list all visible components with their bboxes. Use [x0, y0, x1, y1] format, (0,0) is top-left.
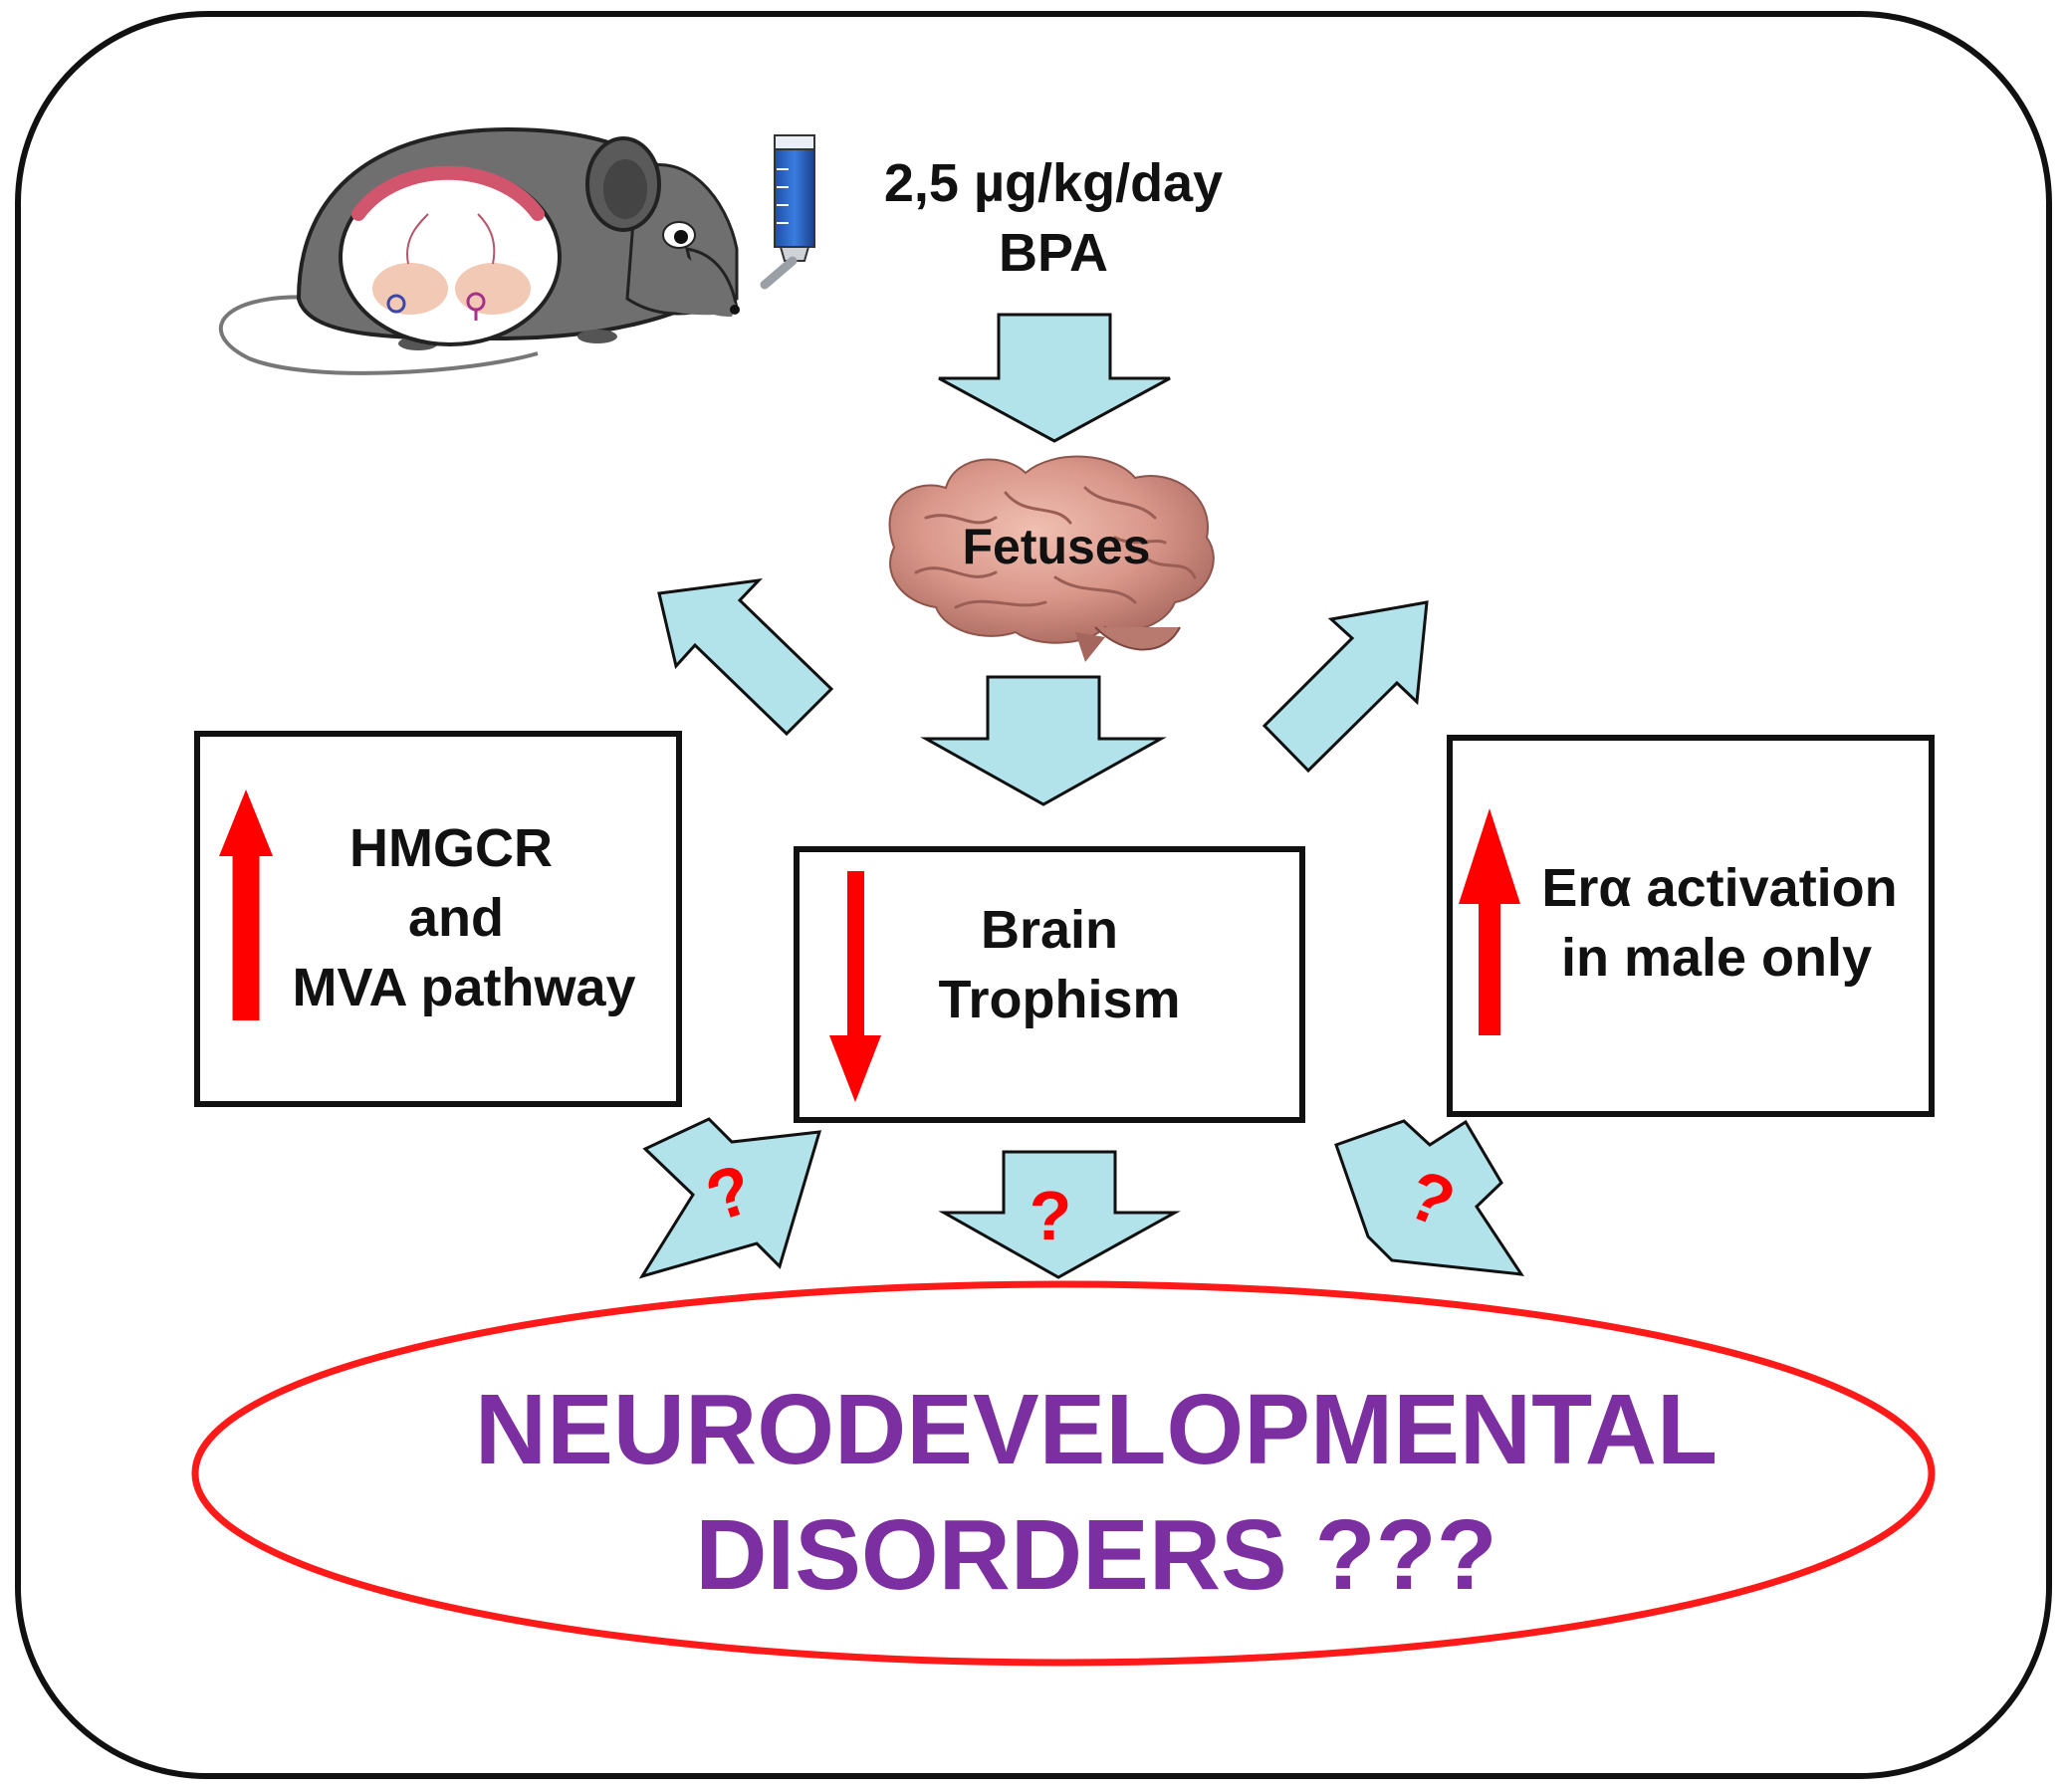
arrow-left-to-outcome: [638, 1117, 822, 1279]
left-effect-box: [194, 731, 682, 1107]
left-increase-arrow-icon: [219, 789, 274, 1020]
middle-decrease-arrow-icon: [829, 871, 881, 1102]
dose-compound-label: BPA: [999, 223, 1108, 283]
arrow-brain-to-middle-box: [920, 675, 1167, 806]
left-box-line3: MVA pathway: [292, 958, 635, 1017]
outcome-line1: NEURODEVELOPMENTAL: [475, 1374, 1718, 1485]
middle-box-line1: Brain: [981, 900, 1118, 960]
outcome-ellipse: [191, 1280, 1936, 1667]
arrow-middle-to-outcome: [938, 1150, 1181, 1279]
outcome-line2: DISORDERS ???: [695, 1499, 1497, 1611]
right-box-line2: in male only: [1561, 928, 1872, 988]
male-symbol-icon: [386, 294, 406, 314]
arrow-brain-to-left-box: [657, 577, 834, 737]
brain-icon: [888, 455, 1215, 662]
water-bottle-icon: [760, 134, 815, 290]
question-mark-middle: ?: [1030, 1177, 1072, 1254]
dose-amount-label: 2,5 µg/kg/day: [884, 153, 1223, 213]
right-effect-box: [1447, 735, 1935, 1117]
left-box-line2: and: [408, 888, 504, 948]
arrow-dose-to-fetuses: [938, 313, 1171, 443]
left-box-line1: HMGCR: [349, 818, 553, 878]
right-box-line1: Erα activation: [1541, 858, 1897, 918]
right-increase-arrow-icon: [1459, 808, 1520, 1035]
middle-effect-box: [794, 846, 1305, 1123]
fetuses-label: Fetuses: [963, 519, 1151, 574]
mouse-icon: [218, 126, 740, 375]
arrow-brain-to-right-box: [1261, 600, 1429, 774]
arrow-right-to-outcome: [1334, 1119, 1525, 1276]
middle-box-line2: Trophism: [938, 970, 1180, 1029]
